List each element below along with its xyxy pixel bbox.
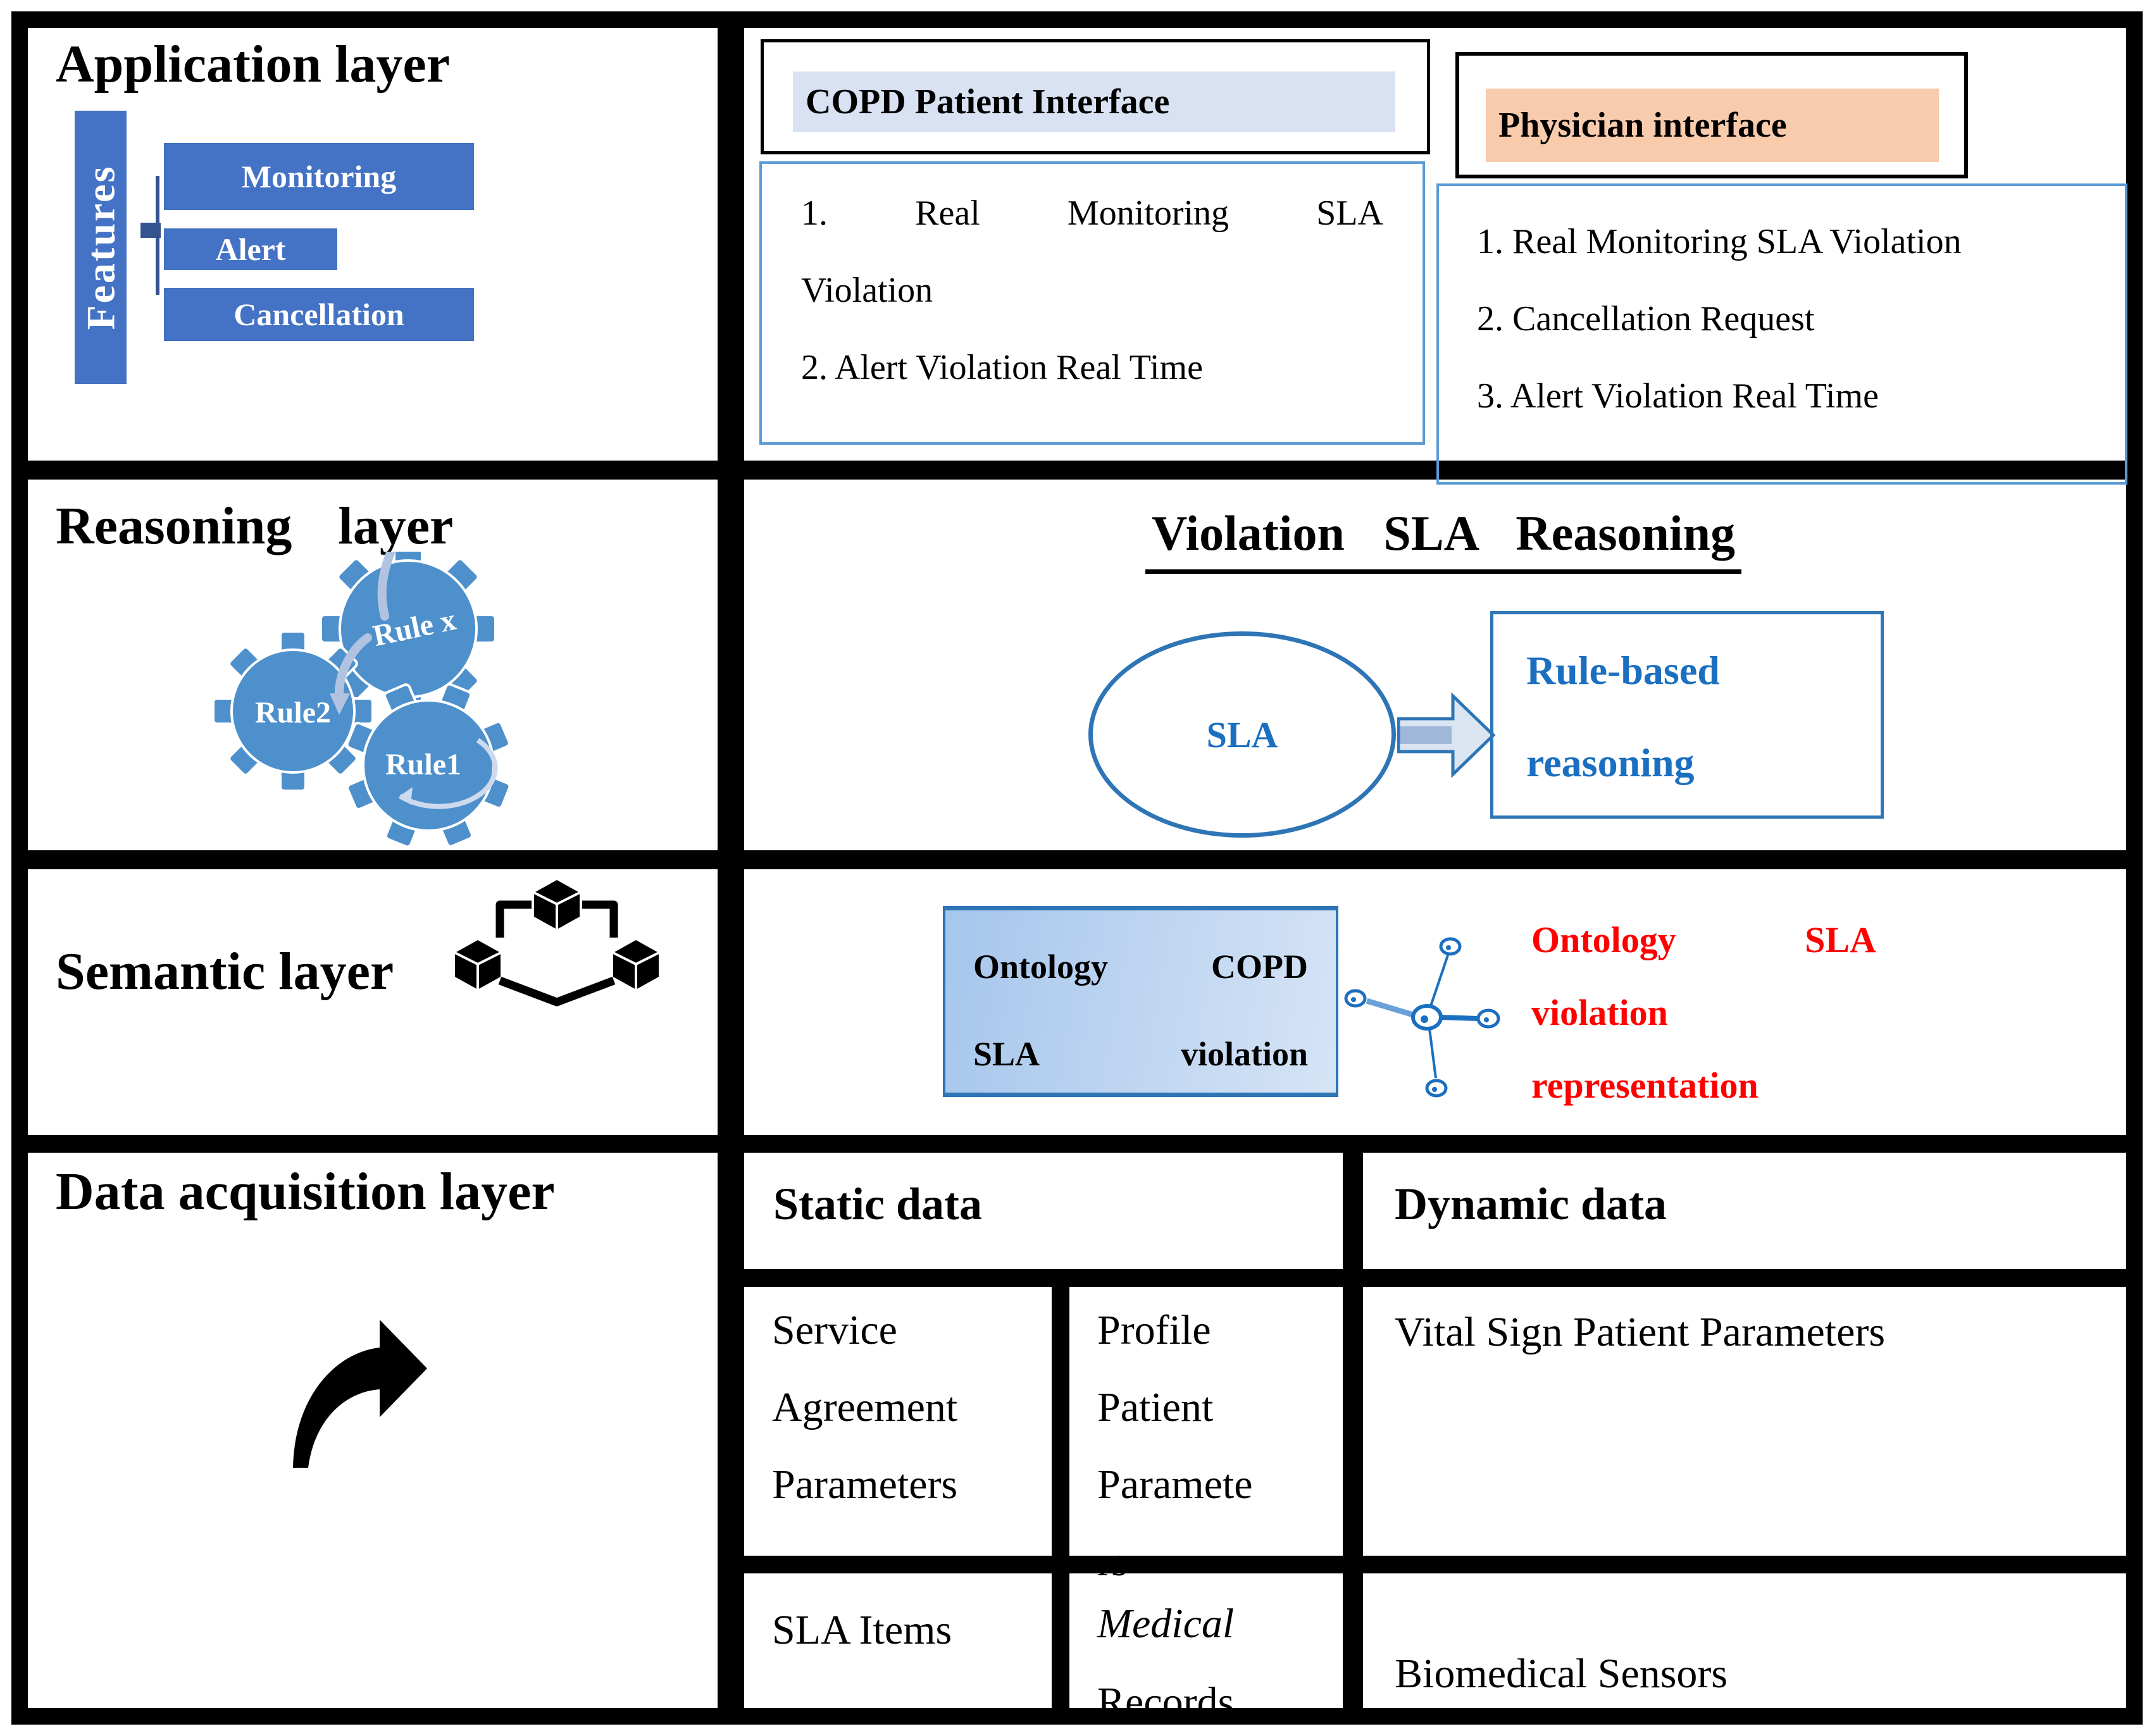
divider-semantic-data xyxy=(11,1135,2143,1153)
copd-list-line3: 2. Alert Violation Real Time xyxy=(801,348,1203,387)
table-inner-column-divider xyxy=(1052,1287,1069,1725)
table-cell-biomedical-sensors: Biomedical Sensors xyxy=(1363,1573,2143,1708)
copd-header-box: COPD Patient Interface xyxy=(761,39,1430,154)
table-cell-profile-patient: Profile Patient Paramete rs xyxy=(1097,1307,1253,1585)
rule-based-reasoning-box: Rule-based reasoning xyxy=(1490,611,1884,819)
rules-gears-icon: Rule x Rule2 xyxy=(212,552,511,848)
gear-label-rule1: Rule1 xyxy=(385,748,461,781)
ontology-annotation-line2: violation xyxy=(1531,992,1668,1033)
sla-ellipse-label: SLA xyxy=(1206,714,1278,755)
table-header-static: Static data xyxy=(773,1179,982,1229)
curved-arrow-icon xyxy=(293,1320,427,1468)
table-cell-medical-word: Medical xyxy=(1097,1601,1235,1647)
table-header-dynamic: Dynamic data xyxy=(1395,1179,1667,1229)
divider-application-reasoning xyxy=(11,461,2143,480)
features-bracket-tick xyxy=(140,223,161,238)
sla-ellipse: SLA xyxy=(1088,631,1396,838)
physician-list-item: 3. Alert Violation Real Time xyxy=(1477,376,1879,416)
data-acquisition-layer-title: Data acquisition layer xyxy=(56,1162,555,1221)
gear-label-rule2: Rule2 xyxy=(255,696,331,729)
feature-box-alert-label: Alert xyxy=(215,232,286,267)
copd-header-highlight: COPD Patient Interface xyxy=(793,71,1395,132)
table-cell-vital-signs: Vital Sign Patient Parameters xyxy=(1395,1309,1886,1355)
physician-header-box: Physician interface xyxy=(1455,52,1968,178)
physician-list-item: 2. Cancellation Request xyxy=(1477,299,1815,338)
table-row-divider xyxy=(744,1556,2143,1573)
block-arrow-icon xyxy=(1397,692,1496,778)
feature-box-monitoring-label: Monitoring xyxy=(241,159,397,194)
ontology-graph-icon xyxy=(1344,937,1500,1098)
feature-box-cancellation-label: Cancellation xyxy=(233,297,404,332)
reasoning-layer-title: Reasoning layer xyxy=(56,497,454,555)
application-layer-title: Application layer xyxy=(56,35,450,94)
copd-list-line2: Violation xyxy=(801,271,933,310)
table-cell-service-agreement: Service Agreement Parameters xyxy=(772,1307,958,1508)
violation-sla-reasoning-title: Violation SLA Reasoning xyxy=(744,505,2143,574)
physician-list-box: 1. Real Monitoring SLA Violation 2. Canc… xyxy=(1436,183,2127,485)
semantic-layer-title: Semantic layer xyxy=(56,942,394,1001)
feature-box-alert: Alert xyxy=(164,228,337,270)
feature-box-cancellation: Cancellation xyxy=(164,288,474,341)
violation-sla-reasoning-title-text: Violation SLA Reasoning xyxy=(1145,505,1741,574)
physician-header-highlight: Physician interface xyxy=(1486,89,1939,162)
ontology-annotation-line3: representation xyxy=(1531,1065,1759,1106)
physician-list-item: 1. Real Monitoring SLA Violation xyxy=(1477,222,1962,261)
divider-reasoning-semantic xyxy=(11,850,2143,869)
table-cell-sla-items: SLA Items xyxy=(772,1607,952,1653)
rule-based-line2: reasoning xyxy=(1526,740,1695,785)
table-cell-biomedical-text: Biomedical Sensors xyxy=(1395,1651,1728,1697)
network-cubes-icon xyxy=(454,880,659,1007)
table-static-dynamic-divider xyxy=(1343,1153,1363,1725)
features-bar: Features xyxy=(75,111,127,384)
feature-box-monitoring: Monitoring xyxy=(164,143,474,210)
rule-based-line1: Rule-based xyxy=(1526,648,1720,693)
table-header-underline xyxy=(744,1269,2143,1287)
